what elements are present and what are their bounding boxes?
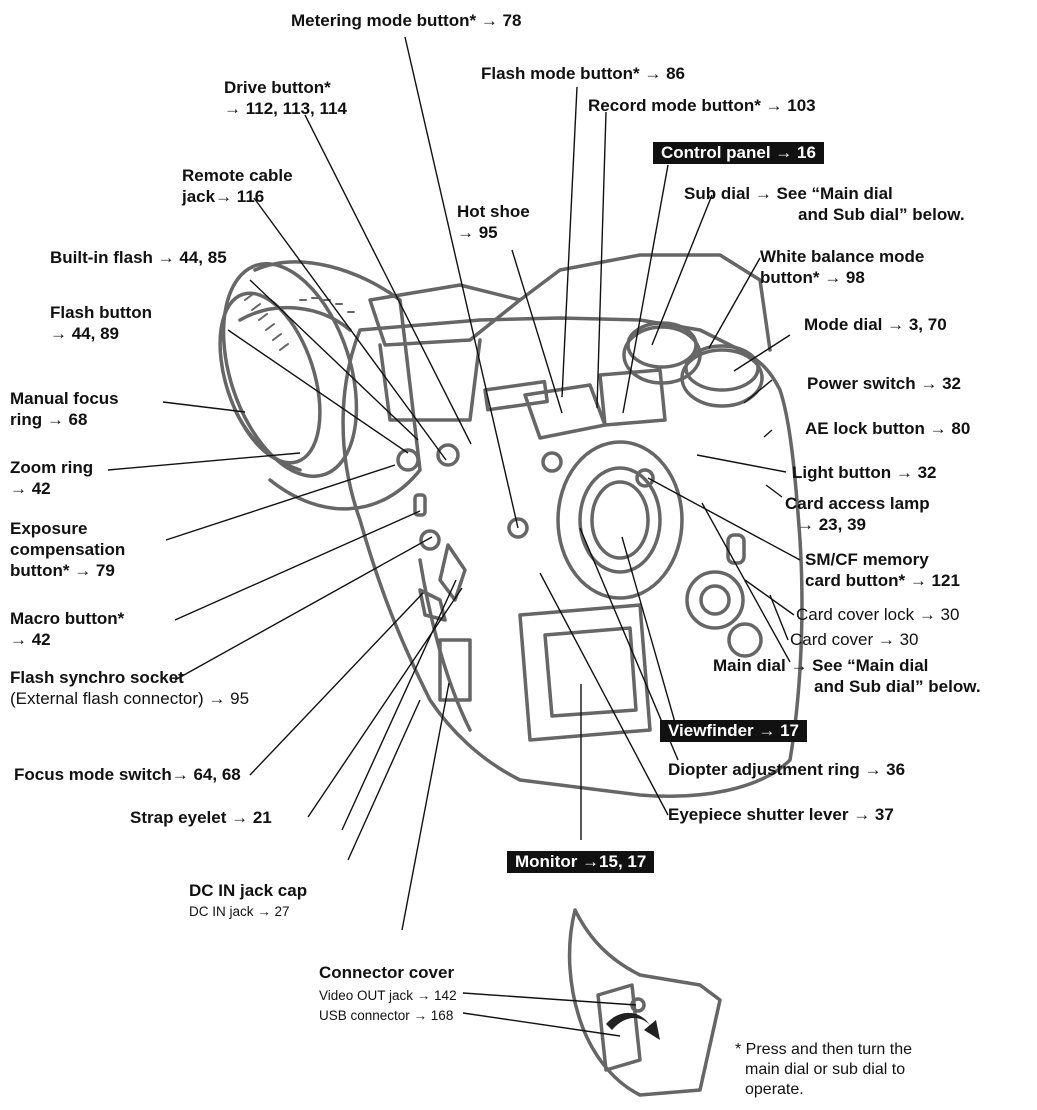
label-flash-button: Flash button→ 44, 89: [50, 303, 152, 343]
label-eyepiece-shutter-lever: Eyepiece shutter lever → 37: [668, 805, 894, 824]
label-light-button: Light button → 32: [792, 463, 937, 482]
main-dial-shape: [685, 570, 745, 630]
leader-lines: [107, 36, 801, 1037]
label-zoom-ring: Zoom ring→ 42: [10, 458, 94, 498]
label-viewfinder: Viewfinder → 17: [660, 720, 808, 742]
label-video-out-jack: Video OUT jack → 142: [319, 988, 457, 1003]
label-flash-mode-button: Flash mode button* → 86: [481, 64, 686, 83]
label-usb-connector: USB connector → 168: [319, 1008, 454, 1023]
footnote: * Press and then turn the main dial or s…: [735, 1041, 912, 1098]
mode-dial-shape: [680, 348, 764, 408]
label-power-switch: Power switch → 32: [807, 374, 961, 393]
label-metering-mode-button: Metering mode button* → 78: [291, 11, 522, 30]
label-drive-button: Drive button*→ 112, 113, 114: [224, 78, 347, 118]
label-macro-button: Macro button*→ 42: [10, 609, 125, 649]
label-record-mode-button: Record mode button* → 103: [588, 96, 816, 115]
label-hot-shoe: Hot shoe→ 95: [457, 202, 530, 242]
connector-detail-inset: [567, 908, 722, 1097]
label-card-cover: Card cover → 30: [790, 630, 919, 649]
label-card-cover-lock: Card cover lock → 30: [796, 605, 960, 624]
label-monitor: Monitor →15, 17: [507, 851, 655, 873]
label-ae-lock-button: AE lock button → 80: [805, 419, 971, 438]
label-flash-synchro-socket: Flash synchro socket(External flash conn…: [10, 668, 250, 708]
label-mode-dial: Mode dial → 3, 70: [804, 315, 947, 334]
hot-shoe-shape: [523, 383, 607, 440]
lens-front: [221, 262, 359, 478]
label-built-in-flash: Built-in flash → 44, 85: [50, 248, 227, 267]
label-card-access-lamp: Card access lamp→ 23, 39: [785, 494, 930, 534]
label-strap-eyelet: Strap eyelet → 21: [130, 808, 272, 827]
camera-illustration: [218, 253, 804, 1097]
label-focus-mode-switch: Focus mode switch→ 64, 68: [14, 765, 241, 784]
cover-open-arrow: [606, 1012, 660, 1040]
monitor-shape: [518, 603, 652, 742]
label-connector-cover: Connector cover: [319, 963, 455, 982]
label-diopter-adjustment-ring: Diopter adjustment ring → 36: [668, 760, 906, 779]
label-control-panel: Control panel → 16: [653, 142, 824, 164]
